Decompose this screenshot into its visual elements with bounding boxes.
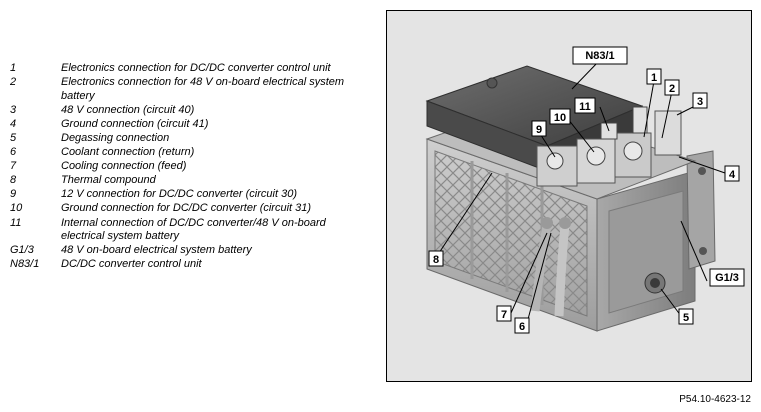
legend-text: DC/DC converter control unit [61,258,202,271]
callout-label: 1 [651,72,657,84]
callout-label: 8 [433,254,439,266]
legend-text: 12 V connection for DC/DC converter (cir… [61,188,297,201]
callout-label: 2 [669,83,675,95]
legend-number: 4 [10,117,17,130]
connector-block [536,106,682,187]
legend-item: N83/1 DC/DC converter control unit [10,258,370,272]
legend-text: Internal connection of DC/DC converter/4… [61,216,326,243]
callout-label: G1/3 [715,272,739,284]
legend-number: 7 [10,160,17,173]
legend-item: 2 Electronics connection for 48 V on-boar… [10,76,370,103]
callout-label: 9 [536,124,542,136]
callout-3: 3 [692,92,708,109]
legend-number: 9 [10,188,17,201]
legend-item: 6 Coolant connection (return) [10,146,370,160]
callout-1: 1 [646,68,662,85]
callout-11: 11 [574,97,596,114]
legend-item: 4 Ground connection (circuit 41) [10,118,370,132]
legend-text: Ground connection for DC/DC converter (c… [61,202,312,215]
callout-label: 10 [554,112,566,124]
legend-text: Cooling connection (feed) [61,160,187,173]
component-figure: N83/1 1 2 3 4 5 6 7 [386,10,752,382]
legend-text: Thermal compound [61,174,156,187]
battery-illustration: N83/1 1 2 3 4 5 6 7 [425,46,745,334]
legend-text: Coolant connection (return) [61,146,195,159]
callout-label: N83/1 [585,50,614,62]
leader-lines [434,60,726,324]
callout-label: 7 [501,309,507,321]
callout-label: 11 [579,101,591,113]
legend-item: 10 Ground connection for DC/DC converter … [10,202,370,216]
legend-number: 1 [10,62,17,74]
figure-reference: P54.10-4623-12 [679,394,751,405]
callout-6: 6 [514,317,530,334]
legend-item: 1 Electronics connection for DC/DC conver… [10,62,370,76]
callout-9: 9 [531,120,547,137]
callout-7: 7 [496,305,512,322]
legend-item: 9 12 V connection for DC/DC converter (ci… [10,188,370,202]
legend-text: 48 V connection (circuit 40) [61,103,195,116]
callout-2: 2 [664,79,680,96]
legend-number: N83/1 [10,258,40,271]
callout-label: 3 [697,96,703,108]
legend-number: 6 [10,146,17,159]
callout-4: 4 [724,165,740,182]
legend-number: 10 [10,202,23,215]
legend-item: G1/3 48 V on-board electrical system batt… [10,244,370,258]
callout-8: 8 [428,250,444,267]
legend-number: 5 [10,131,17,144]
legend-text: Ground connection (circuit 41) [61,117,209,130]
legend-item: 11 Internal connection of DC/DC converter… [10,217,370,244]
legend: 1 Electronics connection for DC/DC conver… [10,62,370,272]
legend-item: 7 Cooling connection (feed) [10,160,370,174]
legend-item: 8 Thermal compound [10,174,370,188]
legend-text: 48 V on-board electrical system battery [61,244,252,257]
callout-n83-1: N83/1 [572,46,628,65]
legend-text: Electronics connection for DC/DC convert… [61,62,331,74]
legend-number: 2 [10,76,17,89]
legend-item: 3 48 V connection (circuit 40) [10,104,370,118]
legend-item: 5 Degassing connection [10,132,370,146]
callout-label: 6 [519,321,525,333]
legend-number: G1/3 [10,244,34,257]
legend-text: Degassing connection [61,131,170,144]
callout-10: 10 [549,108,571,125]
coolant-pipes [530,217,571,317]
legend-number: 11 [10,216,22,229]
legend-number: 3 [10,103,17,116]
callout-g1-3: G1/3 [709,268,745,287]
callout-5: 5 [678,308,694,325]
legend-number: 8 [10,174,17,187]
legend-text: Electronics connection for 48 V on-board… [61,76,345,102]
callout-label: 4 [729,169,736,181]
callout-label: 5 [683,312,689,324]
degassing-port-hole [650,278,660,288]
